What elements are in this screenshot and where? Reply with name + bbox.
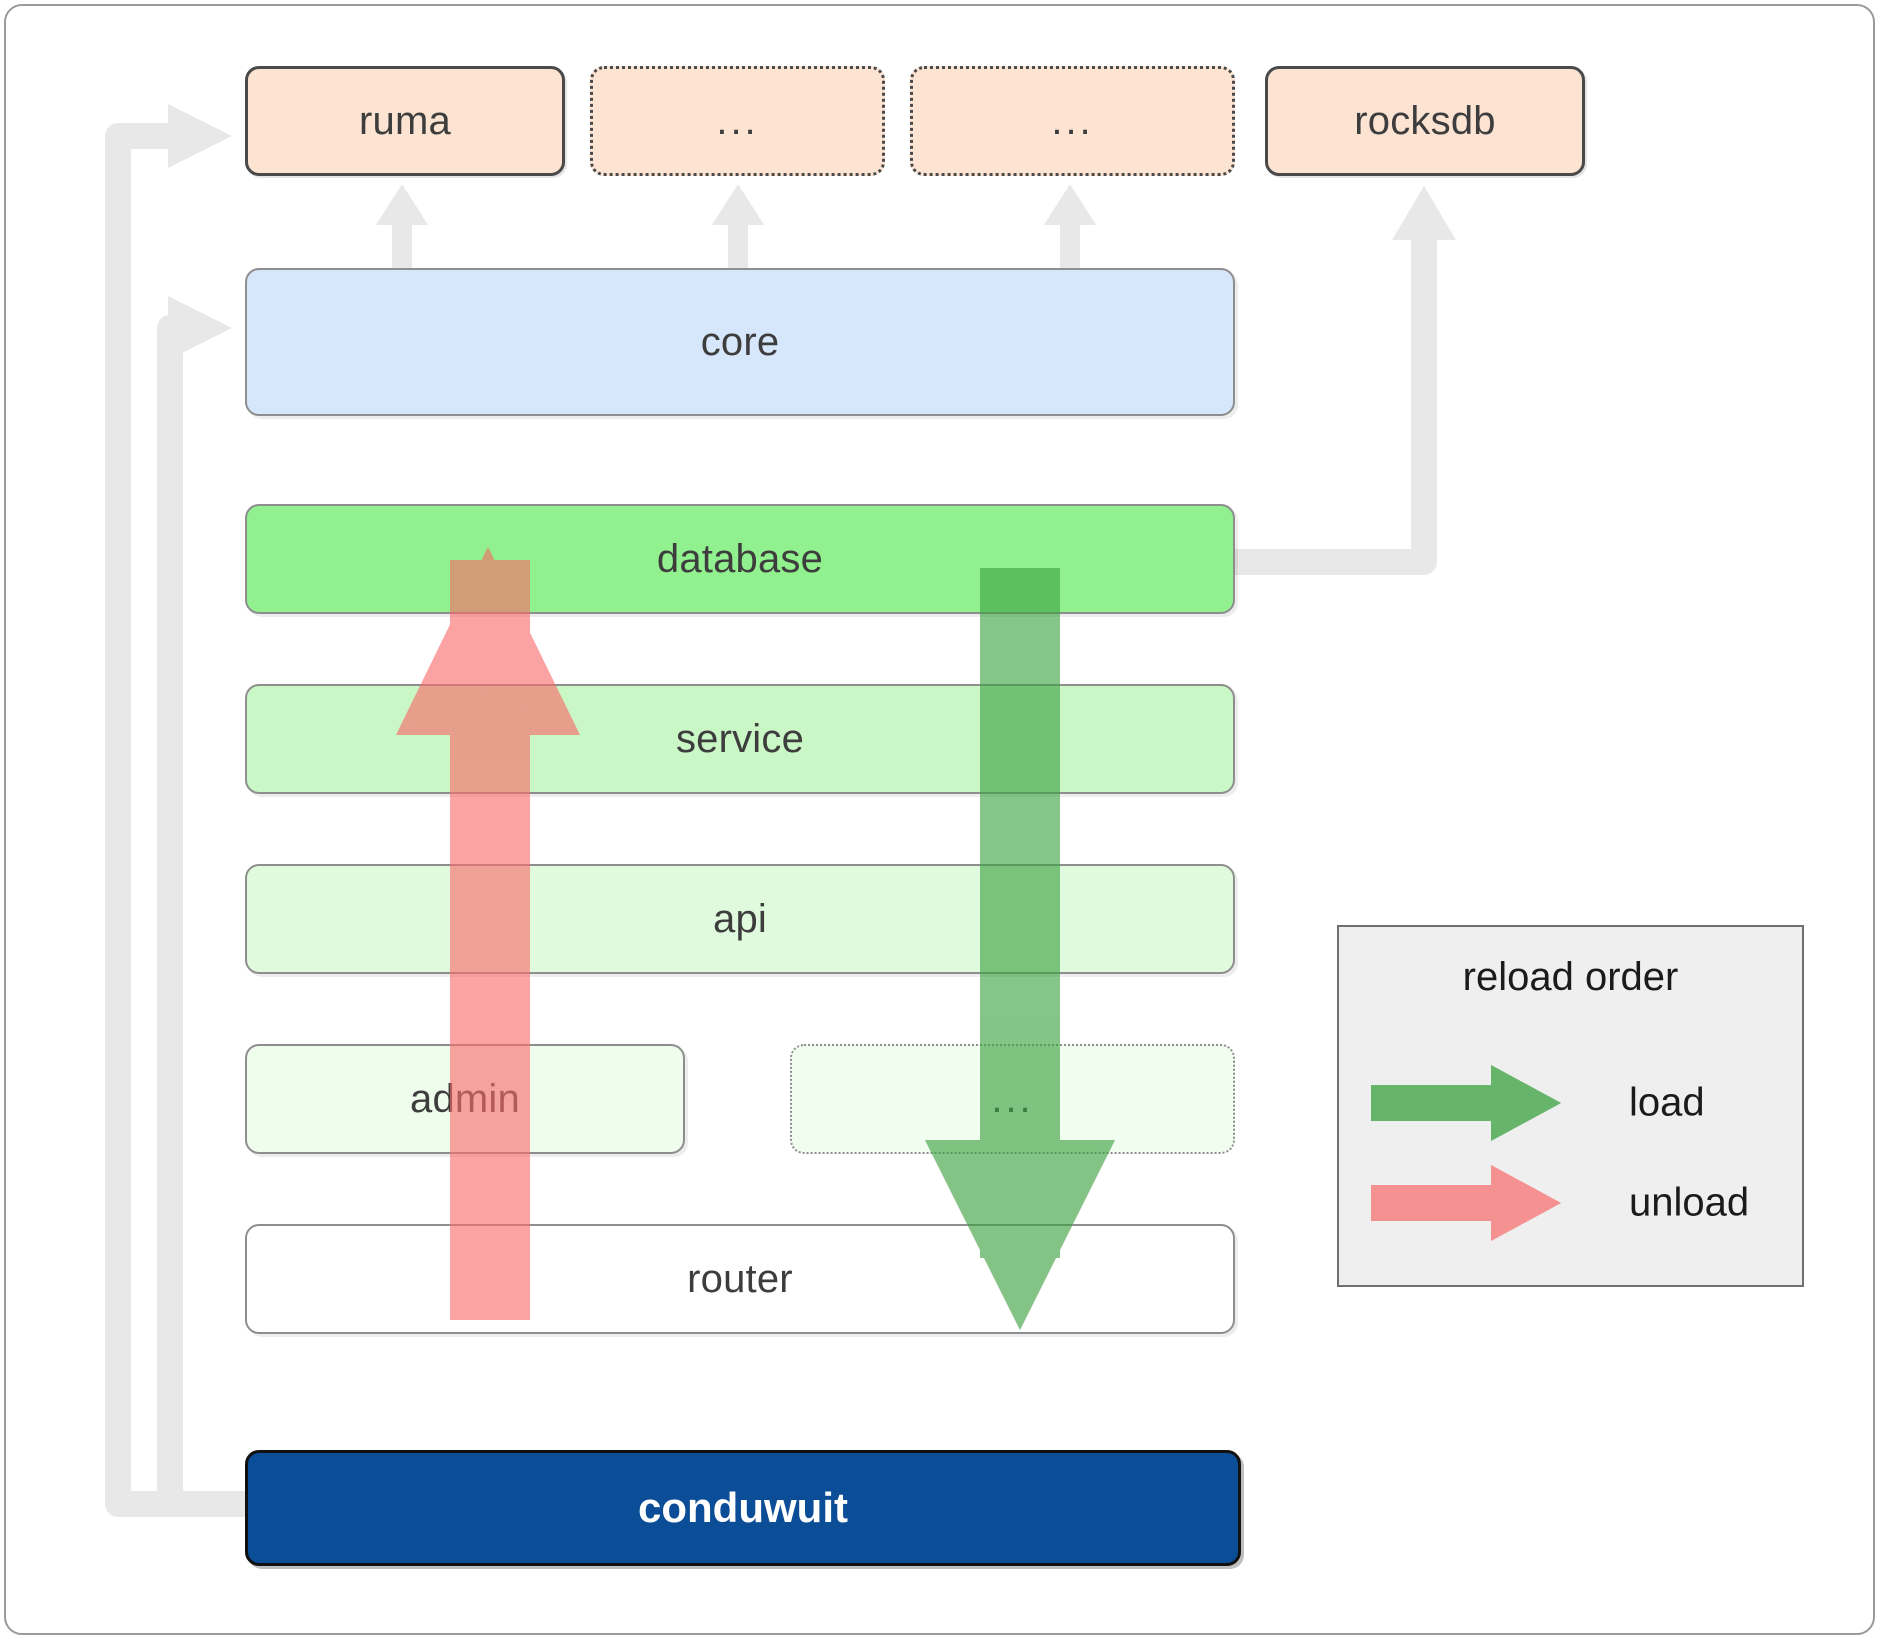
dependency-label: ... — [1051, 99, 1094, 143]
legend-row-load: load — [1339, 1057, 1802, 1149]
layer-label: api — [713, 896, 767, 941]
layer-label: database — [656, 536, 824, 581]
unload-arrow-icon — [1371, 1165, 1561, 1241]
load-arrow-icon — [1371, 1065, 1561, 1141]
layer-box-api[interactable]: api — [245, 864, 1235, 974]
layer-box-service[interactable]: service — [245, 684, 1235, 794]
layer-label: router — [687, 1256, 793, 1301]
layer-label: ... — [991, 1077, 1034, 1121]
layer-label: admin — [410, 1076, 520, 1121]
dependency-box-placeholder-1[interactable]: ... — [590, 66, 885, 176]
layer-box-database[interactable]: database — [245, 504, 1235, 614]
layer-label: service — [675, 716, 805, 761]
legend-row-unload: unload — [1339, 1157, 1802, 1249]
root-label: conduwuit — [638, 1484, 848, 1531]
layer-label: core — [700, 319, 780, 364]
layer-box-placeholder[interactable]: ... — [790, 1044, 1235, 1154]
diagram-frame — [4, 4, 1875, 1635]
dependency-label: ... — [716, 99, 759, 143]
root-box-conduwuit[interactable]: conduwuit — [245, 1450, 1241, 1566]
layer-box-admin[interactable]: admin — [245, 1044, 685, 1154]
dependency-box-placeholder-2[interactable]: ... — [910, 66, 1235, 176]
dependency-box-ruma[interactable]: ruma — [245, 66, 565, 176]
dependency-box-rocksdb[interactable]: rocksdb — [1265, 66, 1585, 176]
legend-title: reload order — [1462, 955, 1679, 999]
dependency-label: ruma — [359, 98, 451, 143]
legend-label-unload: unload — [1629, 1180, 1750, 1225]
legend-panel: reload order load unload — [1337, 925, 1804, 1287]
layer-box-router[interactable]: router — [245, 1224, 1235, 1334]
dependency-label: rocksdb — [1354, 98, 1496, 143]
legend-label-load: load — [1629, 1080, 1705, 1125]
layer-box-core[interactable]: core — [245, 268, 1235, 416]
